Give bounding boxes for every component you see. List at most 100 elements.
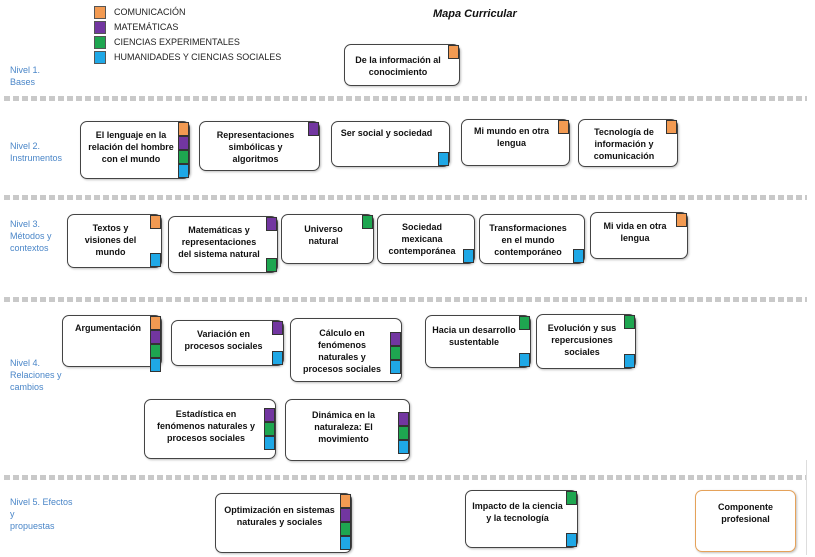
- level-divider: [4, 297, 807, 302]
- matematicas-tag: [266, 217, 277, 231]
- node-componente-profesional: Componente profesional: [695, 490, 796, 552]
- matematicas-tag: [264, 408, 275, 422]
- legend-label: MATEMÁTICAS: [114, 22, 179, 32]
- node-label: Optimización en sistemas naturales y soc…: [224, 505, 335, 527]
- comunicacion-tag: [666, 120, 677, 134]
- ciencias-tag: [150, 344, 161, 358]
- legend-label: HUMANIDADES Y CIENCIAS SOCIALES: [114, 52, 282, 62]
- matematicas-tag: [178, 136, 189, 150]
- level-4-label: Nivel 4. Relaciones y cambios: [10, 358, 62, 392]
- node-dinamica: Dinámica en la naturaleza: El movimiento: [285, 399, 410, 461]
- node-tags: [390, 332, 401, 374]
- diagram-title: Mapa Curricular: [433, 8, 517, 20]
- legend-swatch-green: [94, 36, 106, 49]
- node-label: Ser social y sociedad: [340, 128, 433, 138]
- humanidades-tag: [390, 360, 401, 374]
- matematicas-tag: [308, 122, 319, 136]
- node-tags: [624, 315, 635, 329]
- node-textos: Textos y visiones del mundo: [67, 214, 162, 268]
- node-calculo: Cálculo en fenómenos naturales y proceso…: [290, 318, 402, 382]
- level-5-label: Nivel 5. Efectos y propuestas: [10, 497, 73, 531]
- ciencias-tag: [398, 426, 409, 440]
- node-tags: [398, 412, 409, 454]
- node-impacto: Impacto de la ciencia y la tecnología: [465, 490, 578, 548]
- node-tags: [362, 215, 373, 229]
- node-matematicas-representaciones: Matemáticas y representaciones del siste…: [168, 216, 278, 273]
- node-transformaciones: Transformaciones en el mundo contemporán…: [479, 214, 585, 264]
- node-label: Transformaciones en el mundo contemporán…: [489, 223, 567, 257]
- node-label: Componente profesional: [718, 502, 773, 524]
- humanidades-tag: [624, 354, 635, 368]
- level-divider: [4, 475, 807, 480]
- node-label: Estadística en fenómenos naturales y pro…: [156, 409, 256, 443]
- ciencias-tag: [390, 346, 401, 360]
- humanidades-tag: [463, 249, 474, 263]
- humanidades-tag: [398, 440, 409, 454]
- node-label: Tecnología de información y comunicación: [593, 127, 655, 161]
- node-tags: [272, 321, 283, 335]
- node-label: Matemáticas y representaciones del siste…: [178, 225, 260, 259]
- comunicacion-tag: [558, 120, 569, 134]
- node-tags: [150, 316, 161, 372]
- humanidades-tag: [566, 533, 577, 547]
- node-tags: [566, 491, 577, 505]
- humanidades-tag: [150, 358, 161, 372]
- legend-swatch-purple: [94, 21, 106, 34]
- humanidades-tag: [264, 436, 275, 450]
- level-2-label: Nivel 2. Instrumentos: [10, 141, 63, 163]
- node-sociedad-mexicana: Sociedad mexicana contemporánea: [377, 214, 475, 264]
- ciencias-tag: [362, 215, 373, 229]
- node-label: Universo natural: [304, 224, 343, 246]
- node-label: El lenguaje en la relación del hombre co…: [88, 130, 174, 164]
- humanidades-tag: [340, 536, 351, 550]
- level-3-label: Nivel 3. Métodos y contextos: [10, 219, 52, 253]
- node-label: Sociedad mexicana contemporánea: [388, 222, 456, 256]
- humanidades-tag: [150, 253, 161, 267]
- node-estadistica: Estadística en fenómenos naturales y pro…: [144, 399, 276, 459]
- node-tecnologia-informacion: Tecnología de información y comunicación: [578, 119, 678, 167]
- ciencias-tag: [264, 422, 275, 436]
- ciencias-tag: [624, 315, 635, 329]
- ciencias-tag: [519, 316, 530, 330]
- legend-swatch-blue: [94, 51, 106, 64]
- node-tags: [448, 45, 459, 59]
- node-label: Cálculo en fenómenos naturales y proceso…: [302, 328, 382, 374]
- node-label: Dinámica en la naturaleza: El movimiento: [311, 410, 376, 444]
- node-label: Mi vida en otra lengua: [603, 221, 667, 243]
- humanidades-tag: [519, 353, 530, 367]
- node-mi-mundo: Mi mundo en otra lengua: [461, 119, 570, 166]
- node-desarrollo-sustentable: Hacia un desarrollo sustentable: [425, 315, 531, 368]
- humanidades-tag: [573, 249, 584, 263]
- humanidades-tag: [178, 164, 189, 178]
- matematicas-tag: [150, 330, 161, 344]
- comunicacion-tag: [178, 122, 189, 136]
- edge-line: [806, 460, 807, 555]
- node-tags: [308, 122, 319, 136]
- comunicacion-tag: [150, 215, 161, 229]
- node-ser-social: Ser social y sociedad: [331, 121, 450, 167]
- humanidades-tag: [438, 152, 449, 166]
- node-label: Textos y visiones del mundo: [84, 223, 137, 257]
- node-label: Impacto de la ciencia y la tecnología: [472, 501, 563, 523]
- comunicacion-tag: [150, 316, 161, 330]
- node-label: De la información al conocimiento: [355, 55, 441, 77]
- comunicacion-tag: [448, 45, 459, 59]
- node-argumentacion: Argumentación: [62, 315, 162, 372]
- node-tags: [666, 120, 677, 134]
- level-divider: [4, 195, 807, 200]
- ciencias-tag: [266, 258, 277, 272]
- matematicas-tag: [340, 508, 351, 522]
- ciencias-tag: [340, 522, 351, 536]
- node-universo: Universo natural: [281, 214, 374, 264]
- node-tags: [150, 215, 161, 229]
- node-label: Argumentación: [74, 323, 141, 333]
- ciencias-tag: [566, 491, 577, 505]
- node-tags: [178, 122, 189, 178]
- node-label: Representaciones simbólicas y algoritmos: [216, 130, 295, 164]
- node-label: Variación en procesos sociales: [184, 329, 263, 351]
- node-tags: [340, 494, 351, 550]
- node-informacion-conocimiento: De la información al conocimiento: [344, 44, 460, 86]
- node-variacion: Variación en procesos sociales: [171, 320, 284, 366]
- comunicacion-tag: [676, 213, 687, 227]
- matematicas-tag: [272, 321, 283, 335]
